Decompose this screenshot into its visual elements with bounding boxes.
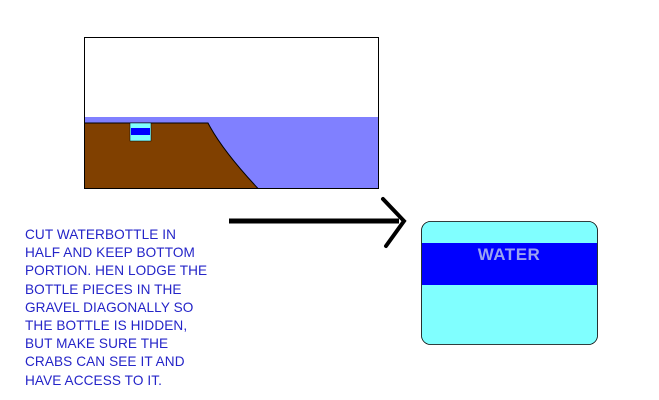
instruction-line: HAVE ACCESS TO IT. <box>25 372 163 388</box>
instruction-line: GRAVEL DIAGONALLY SO <box>25 299 194 315</box>
instructions-text: CUT WATERBOTTLE IN HALF AND KEEP BOTTOM … <box>25 226 245 390</box>
arrow-right-icon <box>229 197 407 248</box>
water-bottle-half: WATER <box>421 221 598 345</box>
bottle-label-band <box>422 243 597 285</box>
instruction-line: BOTTLE PIECES IN THE <box>25 281 182 297</box>
buried-bottle-piece <box>129 122 152 142</box>
instruction-line: BUT MAKE SURE THE <box>25 336 169 352</box>
instruction-line: PORTION. HEN LODGE THE <box>25 263 208 279</box>
tank-outline <box>84 37 379 189</box>
instruction-line: HALF AND KEEP BOTTOM <box>25 245 195 261</box>
bottle-label-text: WATER <box>478 245 541 264</box>
tank-cross-section <box>84 37 379 189</box>
instruction-line: CRABS CAN SEE IT AND <box>25 354 185 370</box>
instruction-line: THE BOTTLE IS HIDDEN, <box>25 318 188 334</box>
instruction-line: CUT WATERBOTTLE IN <box>25 227 177 242</box>
